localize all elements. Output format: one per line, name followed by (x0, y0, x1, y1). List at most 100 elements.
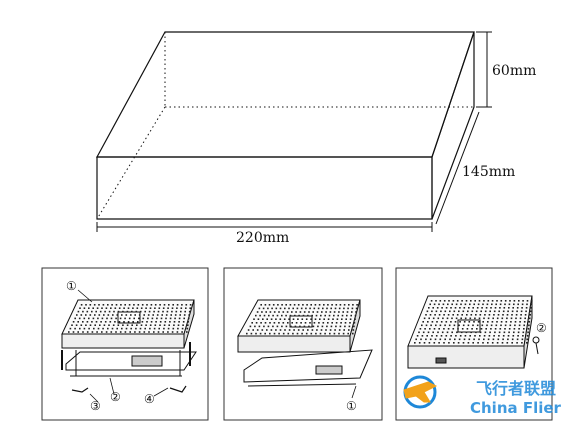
vent-hole (146, 304, 148, 306)
vent-hole (496, 300, 498, 302)
vent-hole (183, 317, 185, 320)
vent-hole (86, 310, 89, 313)
vent-hole (499, 307, 501, 309)
vent-hole (338, 329, 341, 331)
vent-hole (147, 314, 150, 316)
vent-hole (317, 325, 319, 328)
vent-hole (88, 307, 90, 309)
vent-hole (483, 335, 486, 337)
vent-hole (111, 304, 113, 306)
vent-hole (474, 335, 476, 337)
vent-hole (346, 314, 348, 317)
vent-hole (185, 304, 188, 306)
vent-hole (521, 303, 524, 306)
vent-hole (460, 317, 462, 320)
vent-hole (149, 307, 152, 309)
vent-hole (149, 324, 152, 326)
vent-hole (468, 307, 470, 309)
vent-hole (491, 303, 493, 306)
vent-hole (494, 307, 497, 309)
vent-hole (93, 304, 96, 306)
vent-hole (162, 310, 164, 313)
vent-hole (143, 314, 145, 316)
vent-hole (150, 321, 153, 323)
vent-hole (158, 327, 160, 330)
vent-hole (329, 311, 332, 313)
vent-hole (438, 314, 441, 316)
vent-hole (489, 331, 491, 334)
vent-hole (291, 311, 293, 313)
vent-hole (481, 307, 483, 309)
width-label: 220mm (236, 230, 289, 246)
vent-hole (269, 332, 271, 335)
vent-hole (174, 314, 177, 316)
vent-hole (468, 338, 471, 341)
dimension-box (95, 31, 492, 232)
vent-hole (500, 324, 502, 327)
vent-hole (435, 324, 437, 327)
vent-hole (433, 328, 436, 330)
vent-hole (188, 314, 190, 316)
vent-hole (294, 325, 297, 328)
vent-hole (530, 303, 533, 306)
vent-hole (134, 314, 136, 316)
vent-hole (259, 314, 261, 317)
vent-hole (435, 335, 438, 337)
vent-hole (316, 329, 318, 331)
vent-hole (292, 332, 294, 335)
vent-hole (432, 317, 435, 320)
panel-2-leader (351, 385, 357, 399)
vent-hole (308, 311, 310, 313)
vent-hole (509, 300, 511, 302)
vent-hole (121, 314, 123, 316)
vent-hole (262, 318, 264, 320)
vent-hole (415, 338, 417, 341)
vent-hole (327, 318, 330, 320)
vent-hole (315, 332, 317, 335)
vent-hole (154, 304, 157, 306)
vent-hole (520, 314, 522, 316)
vent-hole (111, 327, 114, 330)
vent-hole (442, 303, 445, 306)
vent-hole (490, 324, 493, 327)
watermark-logo-icon (403, 375, 438, 409)
vent-hole (343, 307, 345, 310)
vent-hole (506, 314, 509, 316)
vent-hole (429, 328, 431, 330)
vent-hole (479, 331, 482, 334)
vent-hole (179, 314, 181, 316)
vent-hole (122, 310, 124, 313)
vent-hole (449, 310, 451, 313)
vent-hole (317, 307, 320, 310)
vent-hole (523, 324, 525, 327)
vent-hole (176, 331, 179, 333)
vent-hole (316, 311, 319, 313)
vent-hole (92, 317, 95, 320)
vent-hole (136, 307, 139, 309)
vent-hole (325, 311, 327, 313)
assembly-panel-3: ② (395, 267, 553, 421)
vent-hole (445, 321, 448, 323)
vent-hole (319, 332, 322, 335)
vent-hole (186, 331, 188, 333)
vent-hole (139, 327, 142, 330)
vent-hole (288, 307, 290, 310)
vent-hole (110, 317, 113, 320)
vent-hole (483, 300, 485, 302)
vent-hole (83, 327, 86, 330)
vent-hole (491, 342, 494, 344)
vent-hole (152, 314, 154, 316)
vent-hole (497, 338, 500, 341)
vent-hole (483, 338, 485, 341)
vent-hole (150, 304, 153, 306)
vent-hole (531, 300, 533, 302)
vent-hole (438, 303, 440, 306)
vent-hole (330, 307, 332, 310)
vent-hole (461, 328, 464, 330)
vent-hole (116, 314, 119, 316)
vent-hole (186, 327, 189, 330)
vent-hole (454, 321, 457, 323)
vent-hole (486, 324, 488, 327)
panel-2-vent-grid (246, 304, 358, 335)
vent-hole (110, 331, 113, 333)
